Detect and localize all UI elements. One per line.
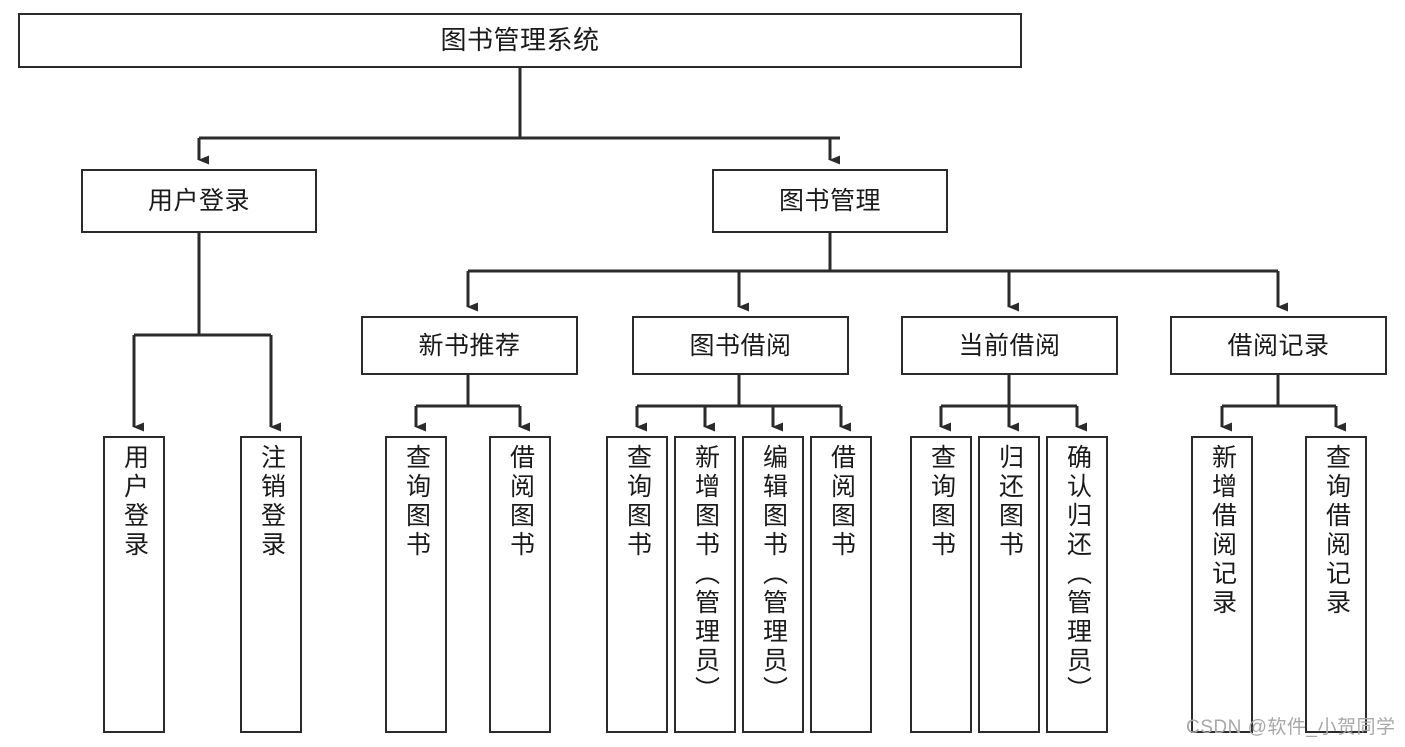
node-label: 借阅图书 [506, 444, 535, 560]
node-leaf-borrow-book-1[interactable]: 借阅图书 [489, 436, 551, 733]
node-leaf-borrow-book-2[interactable]: 借阅图书 [810, 436, 872, 733]
node-leaf-query-book-1[interactable]: 查询图书 [385, 436, 447, 733]
node-leaf-query-book-3[interactable]: 查询图书 [910, 436, 972, 733]
node-label: 新增图书（管理员） [691, 444, 720, 705]
node-label: 注销登录 [257, 444, 286, 560]
node-user-login[interactable]: 用户登录 [81, 169, 317, 233]
node-label: 借阅图书 [827, 444, 856, 560]
node-label: 图书管理系统 [440, 24, 600, 55]
node-label: 用户登录 [120, 444, 149, 560]
node-label: 查询图书 [402, 444, 431, 560]
node-leaf-edit-book-admin[interactable]: 编辑图书（管理员） [742, 436, 804, 733]
node-label: 新书推荐 [418, 331, 521, 360]
node-leaf-query-book-2[interactable]: 查询图书 [606, 436, 668, 733]
node-label: 借阅记录 [1227, 331, 1330, 360]
node-label: 当前借阅 [958, 331, 1061, 360]
node-label: 归还图书 [995, 444, 1024, 560]
node-label: 确认归还（管理员） [1063, 444, 1092, 705]
node-leaf-user-logout[interactable]: 注销登录 [240, 436, 302, 733]
node-label: 图书借阅 [689, 331, 792, 360]
node-book-management[interactable]: 图书管理 [712, 169, 948, 233]
node-new-book-recommend[interactable]: 新书推荐 [361, 316, 578, 375]
node-label: 查询借阅记录 [1322, 444, 1351, 618]
node-label: 查询图书 [623, 444, 652, 560]
node-label: 新增借阅记录 [1208, 444, 1237, 618]
node-book-borrow[interactable]: 图书借阅 [632, 316, 849, 375]
node-label: 图书管理 [778, 187, 881, 215]
node-leaf-add-book-admin[interactable]: 新增图书（管理员） [674, 436, 736, 733]
watermark: CSDN @软件_小贺同学 [1186, 717, 1396, 738]
node-current-borrow[interactable]: 当前借阅 [901, 316, 1118, 375]
node-borrow-record[interactable]: 借阅记录 [1170, 316, 1387, 375]
node-leaf-return-book[interactable]: 归还图书 [978, 436, 1040, 733]
node-label: 编辑图书（管理员） [759, 444, 788, 705]
node-label: 用户登录 [147, 187, 250, 215]
node-leaf-user-login[interactable]: 用户登录 [103, 436, 165, 733]
node-leaf-add-borrow-record[interactable]: 新增借阅记录 [1191, 436, 1253, 733]
node-root-system[interactable]: 图书管理系统 [18, 13, 1022, 68]
node-label: 查询图书 [927, 444, 956, 560]
node-leaf-confirm-return-admin[interactable]: 确认归还（管理员） [1046, 436, 1108, 733]
node-leaf-query-borrow-record[interactable]: 查询借阅记录 [1305, 436, 1367, 733]
